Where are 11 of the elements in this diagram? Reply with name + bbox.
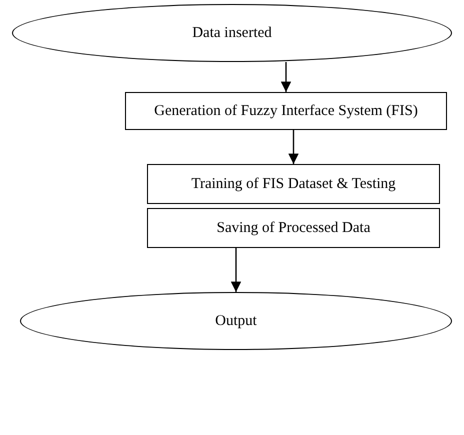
process-box <box>125 92 447 130</box>
node-text: Data inserted <box>192 24 272 42</box>
node-text: Training of FIS Dataset & Testing <box>191 174 396 194</box>
arrow <box>280 62 292 92</box>
node-text: Generation of Fuzzy Interface System (FIS) <box>154 102 418 120</box>
process-box <box>147 208 440 248</box>
node-text: Saving of Processed Data <box>216 218 370 238</box>
arrow <box>230 248 242 292</box>
node-text: Output <box>215 312 257 330</box>
arrow <box>288 130 299 164</box>
process-box <box>147 164 440 204</box>
